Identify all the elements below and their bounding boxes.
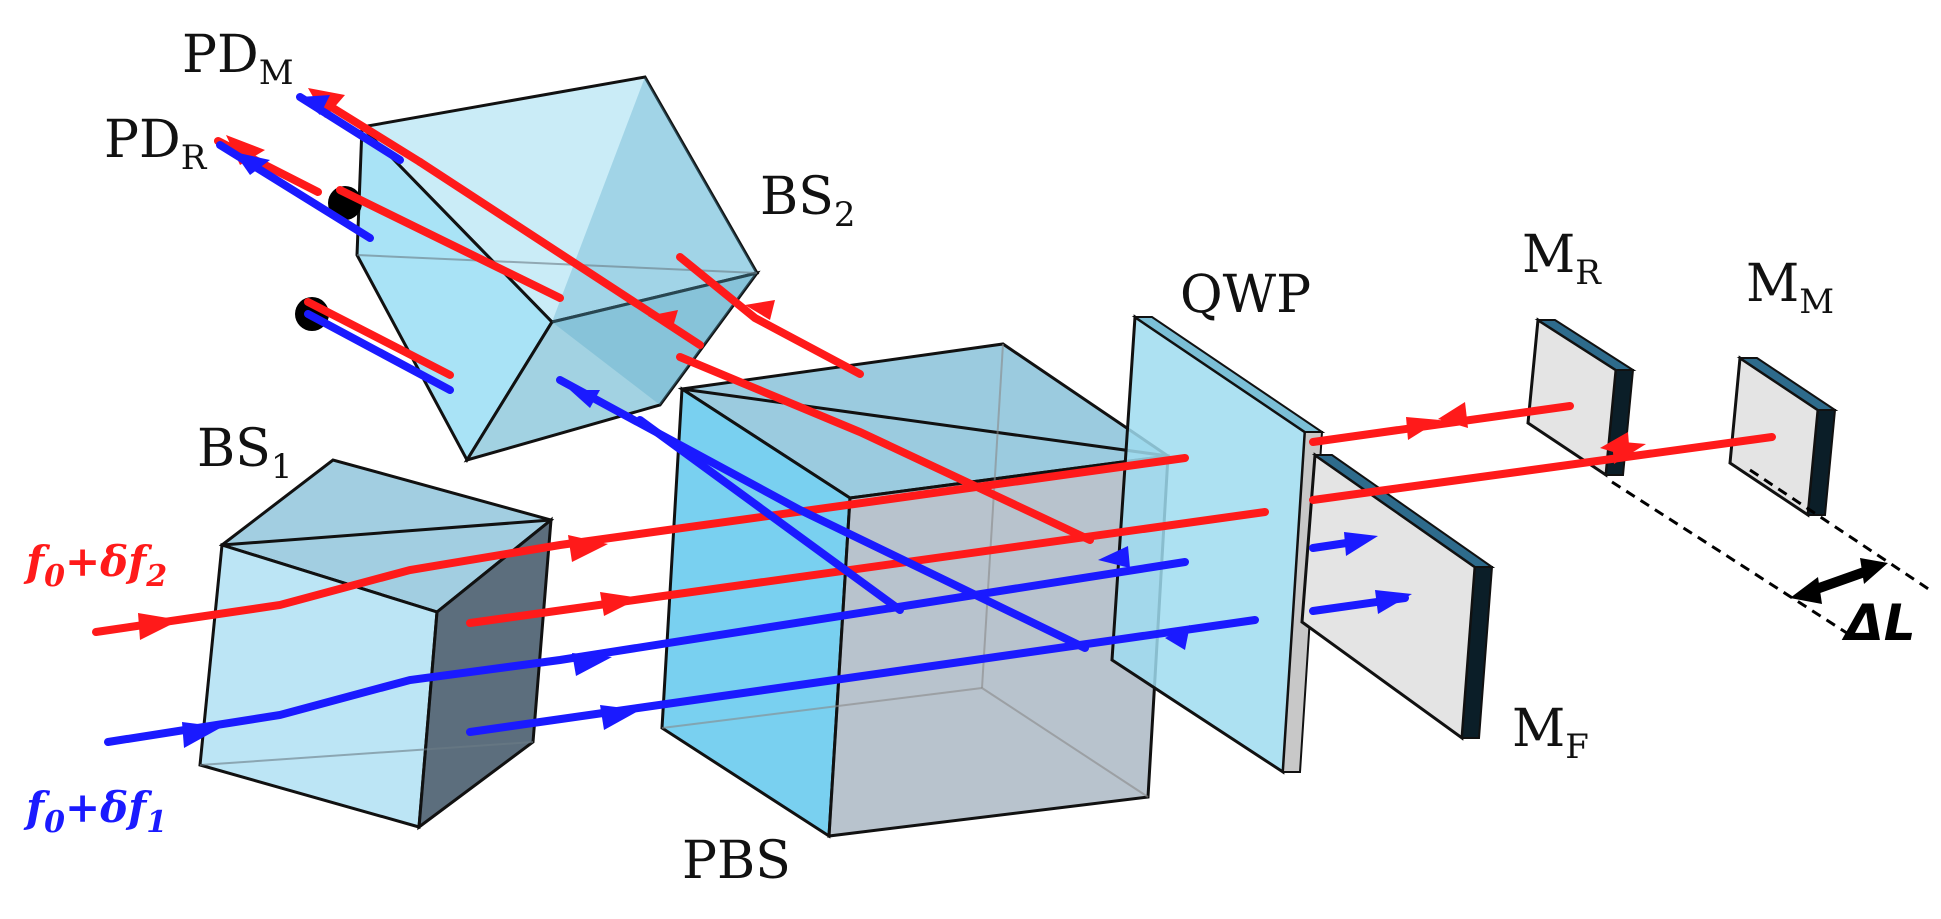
blue-arrowheads: [182, 95, 1412, 748]
pd-m-label: PDM: [182, 25, 294, 93]
bs1-cube: [198, 458, 555, 831]
m-f-label: MF: [1512, 699, 1589, 767]
mirror-mr: [1526, 317, 1637, 478]
delta-l-guides: [1611, 468, 1931, 637]
freq-blue-label: f0+δf1: [23, 783, 167, 840]
pbs-cube: [660, 342, 1173, 839]
m-r-label: MR: [1522, 225, 1602, 293]
delta-l-label: ΔL: [1841, 594, 1916, 652]
bs1-label: BS1: [197, 419, 292, 487]
pbs-label: PBS: [682, 831, 791, 891]
bs2-cube: [355, 75, 761, 464]
m-m-label: MM: [1746, 254, 1834, 322]
delta-l-arrow: [1790, 558, 1888, 604]
bs2-label: BS2: [760, 167, 855, 235]
freq-red-label: f0+δf2: [23, 537, 167, 594]
qwp-label: QWP: [1180, 265, 1311, 325]
pd-r-label: PDR: [104, 110, 208, 178]
red-arrowheads: [138, 88, 1646, 640]
